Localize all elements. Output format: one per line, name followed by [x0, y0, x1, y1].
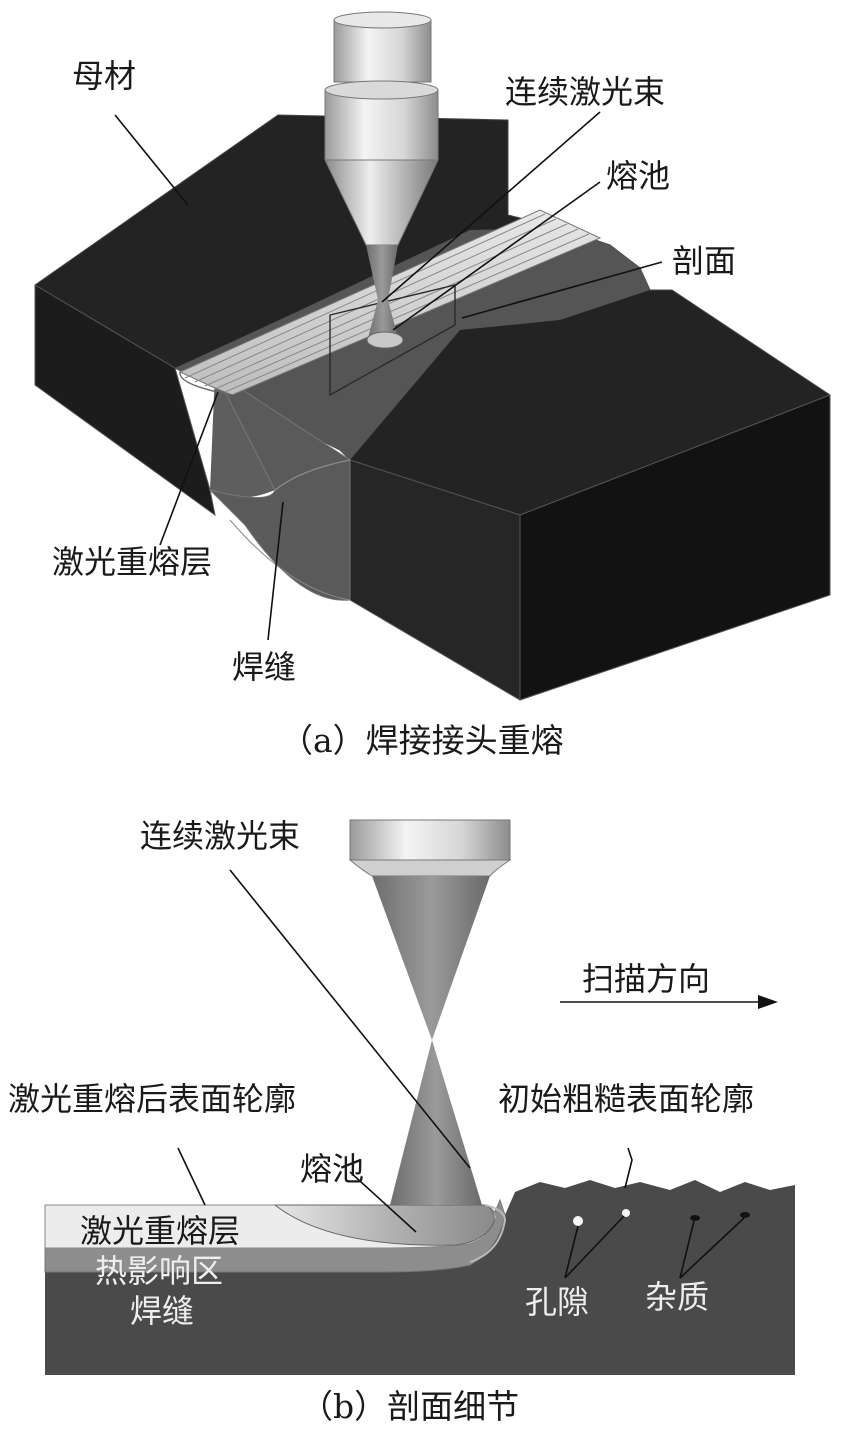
- label-section: 剖面: [672, 242, 736, 280]
- leader-melt-pool-a: [392, 181, 601, 331]
- section-plane: [329, 284, 456, 397]
- panel-a: 母材 连续激光束 熔池 剖面 激光重熔层 焊缝 （a）焊接接头重熔: [34, 11, 832, 760]
- scan-direction-arrow: [560, 995, 778, 1009]
- laser-head: [324, 11, 439, 349]
- label-haz: 热影响区: [95, 1252, 223, 1290]
- caption-a: （a）焊接接头重熔: [280, 721, 564, 760]
- leader-initial-profile: [624, 1147, 633, 1189]
- leader-weld-a: [267, 501, 284, 641]
- inclusion-2: [740, 1212, 750, 1218]
- pore-2: [622, 1209, 630, 1217]
- leader-laser-beam-b: [229, 869, 471, 1169]
- leader-inclusion-2: [679, 1217, 745, 1279]
- leader-pore-1: [564, 1225, 579, 1279]
- label-remelt-layer-a: 激光重熔层: [52, 543, 212, 581]
- label-remelted-profile: 激光重熔后表面轮廓: [8, 1080, 296, 1118]
- label-inclusions: 杂质: [645, 1278, 709, 1316]
- label-melt-pool-b: 熔池: [300, 1150, 364, 1188]
- laser-head-b: [348, 819, 512, 1205]
- leader-remelt-layer-a: [159, 391, 219, 546]
- leader-pore-2: [564, 1215, 625, 1279]
- base-metal-block: [34, 114, 832, 701]
- panel-b: 连续激光束 扫描方向 激光重熔后表面轮廓 初始粗糙表面轮廓 熔池 激光重熔层 热…: [8, 817, 795, 1426]
- label-melt-pool-a: 熔池: [606, 157, 670, 195]
- label-laser-beam-b: 连续激光束: [140, 817, 300, 855]
- label-weld-a: 焊缝: [232, 648, 296, 686]
- caption-b: （b）剖面细节: [300, 1387, 519, 1426]
- leader-section: [461, 261, 663, 319]
- leader-remelted-profile: [177, 1147, 206, 1206]
- leader-laser-beam-a: [381, 111, 601, 303]
- pore-1: [573, 1216, 583, 1226]
- inclusion-1: [690, 1215, 700, 1221]
- leader-inclusion-1: [679, 1220, 695, 1279]
- label-base-metal: 母材: [72, 57, 136, 95]
- leader-melt-pool-b: [349, 1171, 417, 1233]
- label-weld-b: 焊缝: [130, 1292, 194, 1330]
- cross-section: [44, 1180, 795, 1375]
- label-remelt-layer-b: 激光重熔层: [80, 1212, 240, 1250]
- label-initial-profile: 初始粗糙表面轮廓: [498, 1080, 754, 1118]
- leader-base-metal: [114, 114, 189, 206]
- label-scan-direction: 扫描方向: [582, 960, 710, 998]
- label-pores: 孔隙: [525, 1283, 589, 1321]
- label-laser-beam-a: 连续激光束: [505, 73, 665, 111]
